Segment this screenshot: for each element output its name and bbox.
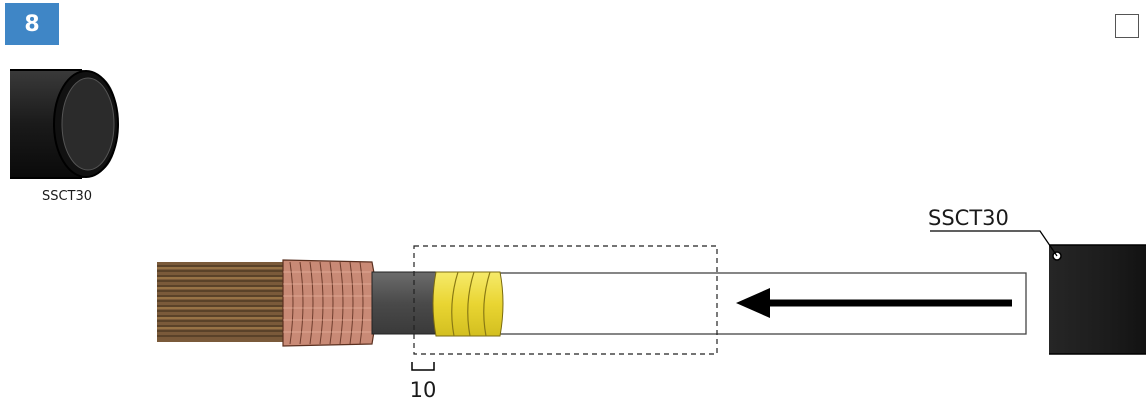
part-ssct30-label: SSCT30 (42, 189, 92, 204)
yellow-tape-wrap (432, 271, 504, 337)
slide-direction-arrow (736, 288, 1012, 318)
ssct30-tube (1049, 244, 1146, 355)
dimension-bracket (411, 362, 435, 371)
step-number: 8 (24, 11, 40, 37)
step-number-badge: 8 (5, 3, 59, 45)
highlight-region (413, 245, 718, 355)
cable-sheath (371, 271, 443, 335)
conductor-strands (157, 262, 287, 342)
part-ssct30-icon (10, 69, 119, 179)
step-done-checkbox[interactable] (1115, 14, 1139, 38)
dimension-label: 10 (410, 378, 437, 402)
ssct30-leader-line (930, 230, 1058, 257)
copper-screen (282, 259, 377, 347)
ssct30-callout-label: SSCT30 (928, 206, 1009, 230)
